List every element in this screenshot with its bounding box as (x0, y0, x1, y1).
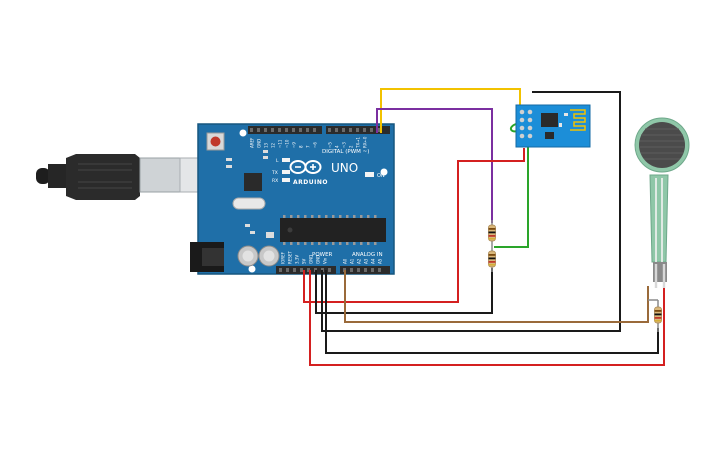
usb-plug-metal (139, 157, 181, 193)
power-pin-label: GND (309, 255, 314, 264)
atmega-chip (280, 218, 386, 242)
usb-plug-body (66, 154, 140, 200)
fsr-pad-traces (640, 128, 684, 160)
power-header-holes (279, 268, 381, 272)
resistor-1[interactable] (488, 220, 496, 246)
arduino-logo-icon (289, 160, 322, 174)
reset-button-cap[interactable] (210, 136, 221, 147)
resistor-2[interactable] (488, 246, 496, 272)
esp-flash-chip (545, 132, 554, 139)
digital-header-label: DIGITAL (PWM ~) (322, 149, 369, 155)
digital-pin-label: ~3 (342, 142, 347, 148)
analog-pin-label: A0 (343, 258, 348, 264)
board-brand: ARDUINO (293, 179, 328, 186)
digital-pin-label: 2 (349, 145, 354, 148)
usb-controller-chip (244, 173, 262, 191)
digital-header-holes (250, 128, 380, 132)
led-on (365, 172, 374, 177)
usb-cable[interactable] (36, 154, 205, 200)
digital-pin-label: 12 (271, 142, 276, 148)
power-pin-label: 3.3V (295, 255, 300, 264)
fsr-pad (639, 122, 685, 168)
esp-antenna-icon (570, 109, 586, 131)
analog-pin-label: A1 (350, 258, 355, 264)
led-rx-label: RX (272, 178, 278, 184)
analog-pin-label: A4 (371, 258, 376, 264)
digital-pin-label: 13 (264, 142, 269, 148)
wire-black-divider-gnd[interactable] (315, 268, 493, 314)
digital-pin-label: ~6 (313, 142, 318, 148)
wire-brown-analog[interactable] (344, 270, 649, 323)
digital-pin-label: ~11 (278, 139, 283, 148)
resistor-3[interactable] (648, 299, 662, 332)
digital-pin-label: ~10 (285, 139, 290, 148)
usb-cable-end (36, 168, 50, 184)
board-model: UNO (331, 161, 358, 175)
led-on-label: ON (377, 173, 385, 179)
power-pin-label: Vin (323, 257, 328, 264)
wires (303, 88, 665, 366)
wire-red-fsr-power[interactable] (309, 270, 665, 366)
wire-yellow[interactable] (380, 88, 521, 133)
chip-pins-top (283, 215, 377, 218)
esp8266-module[interactable] (515, 104, 591, 148)
power-pin-label: IOREF (281, 251, 286, 264)
digital-pin-label: RX←0 (363, 136, 368, 148)
digital-pin-label: 7 (306, 145, 311, 148)
analog-pin-label: A2 (357, 258, 362, 264)
digital-pin-label: ~9 (292, 142, 297, 148)
power-pin-label: 5V (302, 258, 307, 264)
analog-pin-label: A3 (364, 258, 369, 264)
mounting-hole (380, 168, 388, 176)
digital-pin-label: GND (257, 139, 262, 148)
power-pin-label: RESET (288, 251, 293, 264)
fsr-tail (649, 174, 669, 263)
force-sensitive-resistor[interactable] (634, 117, 690, 288)
led-rx (282, 178, 290, 182)
wire-purple[interactable] (376, 108, 493, 223)
led-tx-label: TX (271, 170, 278, 176)
led-l (282, 158, 290, 162)
mounting-hole (239, 129, 247, 137)
arduino-uno-board[interactable]: L TX RX ON ARDUINO UNO (190, 123, 395, 275)
digital-pin-label: 4 (335, 145, 340, 148)
mounting-hole (248, 265, 256, 273)
wire-black-fsr-gnd[interactable] (325, 270, 659, 354)
analog-header-label: ANALOG IN (352, 252, 383, 258)
chip-pins-bottom (283, 242, 377, 245)
digital-pin-label: 8 (299, 145, 304, 148)
digital-pin-label: AREF (250, 137, 255, 148)
crystal (232, 197, 266, 210)
led-tx (282, 170, 290, 174)
led-l-label: L (276, 158, 279, 164)
digital-pin-label: ~5 (328, 142, 333, 148)
digital-pin-label: TX→1 (356, 136, 361, 149)
analog-pin-label: A5 (378, 258, 383, 264)
power-jack-inner (202, 248, 224, 266)
esp-chip (541, 113, 558, 127)
wire-black-esp-gnd[interactable] (321, 91, 621, 332)
power-pin-label: GND (316, 255, 321, 264)
usb-cable-strain-relief (48, 164, 68, 188)
power-header-label: POWER (312, 252, 333, 258)
esp-pin-holes (519, 109, 533, 139)
power-header[interactable] (276, 266, 336, 274)
wire-red-esp-power[interactable] (303, 148, 525, 303)
